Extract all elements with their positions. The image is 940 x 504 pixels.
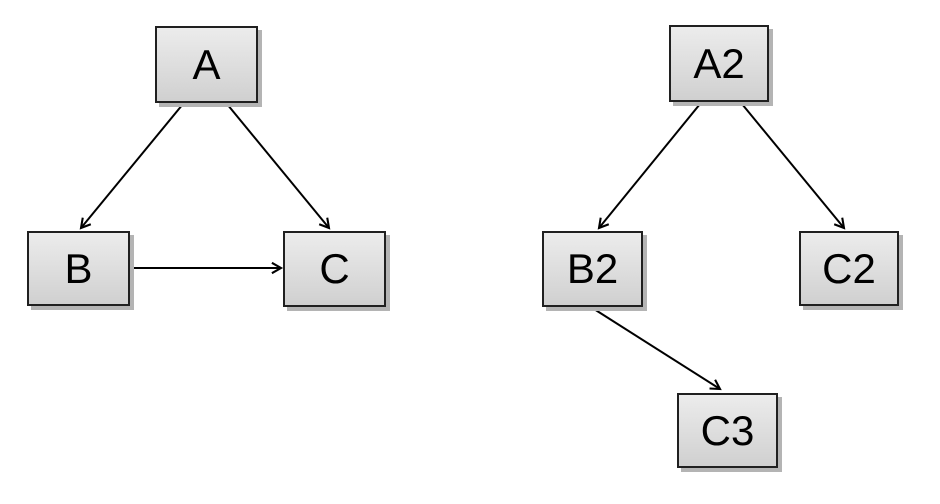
node-B[interactable]: B xyxy=(27,231,130,306)
node-C3[interactable]: C3 xyxy=(677,393,778,468)
edge-A-C[interactable] xyxy=(226,103,331,230)
node-C3-label: C3 xyxy=(700,406,755,454)
edge-A2-B2[interactable] xyxy=(597,103,701,230)
node-A[interactable]: A xyxy=(155,26,258,103)
node-C2-label: C2 xyxy=(822,244,876,292)
node-B2-label: B2 xyxy=(566,245,619,292)
node-B-label: B xyxy=(64,244,93,292)
node-A2-label: A2 xyxy=(693,39,745,87)
node-A2[interactable]: A2 xyxy=(669,25,769,102)
node-C[interactable]: C xyxy=(283,231,386,307)
node-A-label: A xyxy=(192,40,221,88)
node-B2[interactable]: B2 xyxy=(542,231,643,307)
edge-A2-C2[interactable] xyxy=(741,103,846,230)
edge-B2-C3[interactable] xyxy=(593,308,722,391)
edge-A-B[interactable] xyxy=(79,103,184,230)
node-C2[interactable]: C2 xyxy=(799,231,899,306)
node-C-label: C xyxy=(319,245,350,292)
